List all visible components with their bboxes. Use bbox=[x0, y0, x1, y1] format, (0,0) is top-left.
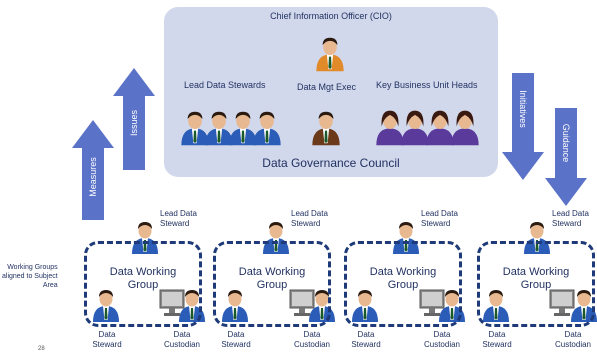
label-line: Lead Data bbox=[552, 209, 589, 218]
group-title-line: Data Working bbox=[369, 266, 437, 278]
label-line: Data bbox=[488, 330, 506, 339]
label-line: Steward bbox=[221, 340, 251, 349]
label-line: Lead Data bbox=[421, 209, 458, 218]
working-groups-note-line: Area bbox=[42, 282, 58, 289]
label-line: Data bbox=[433, 330, 451, 339]
cio-figure bbox=[316, 37, 344, 72]
mgt-exec-label: Data Mgt Exec bbox=[297, 82, 357, 92]
cio-label: Chief Information Officer (CIO) bbox=[270, 11, 392, 21]
label-line: Steward bbox=[92, 340, 122, 349]
group-title-line: Group bbox=[520, 279, 552, 291]
label-line: Custodian bbox=[423, 340, 461, 349]
group-title-line: Group bbox=[256, 279, 288, 291]
guidance-arrow bbox=[545, 108, 587, 206]
business-heads-label: Key Business Unit Heads bbox=[376, 80, 478, 90]
label-line: Custodian bbox=[293, 340, 331, 349]
group-title-line: Group bbox=[387, 279, 419, 291]
business-head-figure bbox=[376, 110, 404, 146]
label-line: Data bbox=[227, 330, 245, 339]
label-line: Steward bbox=[552, 219, 582, 228]
working-groups-note: Working Groups aligned to Subject Area bbox=[2, 263, 58, 290]
label-line: Lead Data bbox=[291, 209, 328, 218]
label-line: Data bbox=[98, 330, 116, 339]
working-group-box bbox=[477, 241, 595, 327]
label-line: Data bbox=[303, 330, 321, 339]
business-head-figure bbox=[426, 110, 454, 146]
group-title-line: Data Working bbox=[502, 266, 570, 278]
lead-steward-figure bbox=[205, 111, 233, 146]
working-group-box bbox=[84, 241, 202, 327]
group-title-line: Group bbox=[127, 279, 159, 291]
business-head-figure bbox=[401, 110, 429, 146]
lead-stewards-label: Lead Data Stewards bbox=[184, 80, 266, 90]
measures-arrow bbox=[72, 120, 114, 220]
label-line: Steward bbox=[482, 340, 512, 349]
label-line: Steward bbox=[160, 219, 190, 228]
initiatives-arrow bbox=[502, 73, 544, 180]
initiatives-label: Initiatives bbox=[518, 90, 528, 128]
label-line: Lead Data bbox=[160, 209, 197, 218]
business-head-figure bbox=[451, 110, 479, 146]
lead-steward-figure bbox=[229, 111, 257, 146]
label-line: Custodian bbox=[163, 340, 201, 349]
group-title-line: Data Working bbox=[238, 266, 306, 278]
label-line: Data bbox=[564, 330, 582, 339]
label-line: Steward bbox=[291, 219, 321, 228]
issues-label: Issues bbox=[129, 110, 139, 137]
label-line: Steward bbox=[351, 340, 381, 349]
working-group-box bbox=[213, 241, 331, 327]
working-groups-note-line: aligned to Subject bbox=[2, 273, 58, 280]
mgt-exec-figure bbox=[312, 111, 340, 146]
lead-steward-figure bbox=[181, 111, 209, 146]
measures-label: Measures bbox=[88, 157, 98, 197]
issues-arrow bbox=[113, 68, 155, 170]
council-title: Data Governance Council bbox=[262, 156, 400, 170]
label-line: Data bbox=[173, 330, 191, 339]
label-line: Data bbox=[357, 330, 375, 339]
label-line: Steward bbox=[421, 219, 451, 228]
governance-council-box bbox=[164, 7, 498, 177]
working-groups-note-line: Working Groups bbox=[7, 264, 58, 271]
page-number: 28 bbox=[38, 346, 45, 352]
group-title-line: Data Working bbox=[109, 266, 177, 278]
label-line: Custodian bbox=[554, 340, 592, 349]
guidance-label: Guidance bbox=[561, 123, 571, 163]
working-group-box bbox=[344, 241, 462, 327]
lead-steward-figure bbox=[253, 111, 281, 146]
